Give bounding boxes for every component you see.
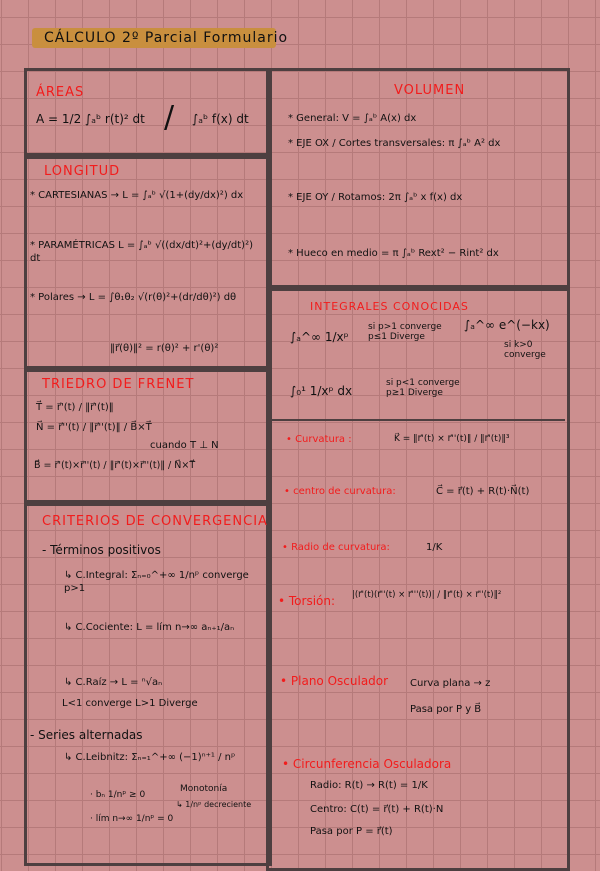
circunferencia-label: • Circunferencia Osculadora xyxy=(282,757,452,771)
integral-3: ∫₀¹ 1/xᵖ dx xyxy=(290,384,353,398)
frenet-B: B⃗ = r⃗'(t)×r⃗''(t) / ‖r⃗'(t)×r⃗''(t)‖ /… xyxy=(34,460,196,471)
longitud-polares: * Polares → L = ∫θ₁θ₂ √(r(θ)²+(dr/dθ)²) … xyxy=(30,292,237,303)
longitud-parametricas: * PARAMÉTRICAS L = ∫ₐᵇ √((dx/dt)²+(dy/dt… xyxy=(30,240,253,264)
frenet-N: N⃗ = r⃗''(t) / ‖r⃗''(t)‖ / B⃗×T⃗ xyxy=(36,422,152,433)
curvatura-label: • Curvatura : xyxy=(286,434,352,445)
leibniz-cond2: · lím n→∞ 1/nᵖ = 0 xyxy=(90,814,174,824)
volumen-hueco: * Hueco en medio = π ∫ₐᵇ Rext² − Rint² d… xyxy=(288,248,499,259)
integral-2: ∫ₐ^∞ e^(−kx) xyxy=(464,318,550,332)
longitud-box xyxy=(24,153,272,372)
circ-centro: Centro: C(t) = r⃗(t) + R(t)·N xyxy=(310,804,444,815)
leibniz-cond1: · bₙ 1/nᵖ ≥ 0 xyxy=(90,790,146,800)
areas-box xyxy=(24,68,272,159)
criterios-alternadas: - Series alternadas xyxy=(30,728,143,742)
longitud-cartesianas: * CARTESIANAS → L = ∫ₐᵇ √(1+(dy/dx)²) dx xyxy=(30,190,244,201)
plano-label: • Plano Osculador xyxy=(280,674,389,688)
centro-label: • centro de curvatura: xyxy=(284,486,396,497)
frenet-box xyxy=(24,366,272,506)
leibniz-decreciente: ↳ 1/nᵖ decreciente xyxy=(176,800,252,809)
volumen-eje-oy: * EJE OY / Rotamos: 2π ∫ₐᵇ x f(x) dx xyxy=(288,192,463,203)
volumen-heading: VOLUMEN xyxy=(394,83,466,98)
plano-2: Pasa por P y B⃗ xyxy=(410,704,482,715)
title-highlight xyxy=(32,28,276,48)
volumen-general: * General: V = ∫ₐᵇ A(x) dx xyxy=(288,113,417,124)
circ-radio: Radio: R(t) → R(t) = 1/K xyxy=(310,780,428,791)
areas-heading: ÁREAS xyxy=(36,85,85,100)
integral-1-cond: si p>1 converge p≤1 Diverge xyxy=(368,322,442,342)
areas-formula-cartesian: ∫ₐᵇ f(x) dt xyxy=(192,112,249,126)
integral-3-cond: si p<1 converge p≥1 Diverge xyxy=(386,378,460,398)
radio-label: • Radio de curvatura: xyxy=(282,542,390,553)
criterio-raiz: ↳ C.Raíz → L = ⁿ√aₙ xyxy=(64,677,163,688)
frenet-T: T⃗ = r⃗'(t) / ‖r⃗'(t)‖ xyxy=(36,402,114,413)
torsion-label: • Torsión: xyxy=(278,594,336,608)
frenet-heading: TRIEDRO DE FRENET xyxy=(42,377,195,392)
criterio-leibniz: ↳ C.Leibnitz: Σₙ₌₁^+∞ (−1)ⁿ⁺¹ / nᵖ xyxy=(64,752,236,763)
integrales-heading: INTEGRALES CONOCIDAS xyxy=(310,300,469,313)
areas-formula-polar: A = 1/2 ∫ₐᵇ r(t)² dt xyxy=(36,112,145,126)
criterio-cociente: ↳ C.Cociente: L = lím n→∞ aₙ₊₁/aₙ xyxy=(64,622,235,633)
criterio-resultado: L<1 converge L>1 Diverge xyxy=(62,698,198,709)
criterios-heading: CRITERIOS DE CONVERGENCIA xyxy=(42,514,268,529)
page-title: CÁLCULO 2º Parcial Formulario xyxy=(44,30,289,46)
frenet-N-note: cuando T ⊥ N xyxy=(150,440,219,451)
divider xyxy=(269,419,565,421)
areas-separator: / xyxy=(164,100,175,135)
longitud-heading: LONGITUD xyxy=(44,164,121,179)
criterio-integral: ↳ C.Integral: Σₙ₌₀^+∞ 1/nᵖ converge p>1 xyxy=(64,570,249,594)
radio-formula: 1/K xyxy=(426,542,443,553)
curvatura-formula: K⃗ = ‖r⃗'(t) × r⃗''(t)‖ / ‖r⃗'(t)‖³ xyxy=(394,434,510,444)
integral-1: ∫ₐ^∞ 1/xᵖ xyxy=(290,330,349,344)
volumen-eje-ox: * EJE OX / Cortes transversales: π ∫ₐᵇ A… xyxy=(288,138,501,149)
integral-2-cond: si k>0 converge xyxy=(504,340,546,360)
longitud-polares-note: ‖r⃗(θ)‖² = r(θ)² + r'(θ)² xyxy=(110,343,219,354)
leibniz-monotonia: Monotonía xyxy=(180,784,228,794)
plano-1: Curva plana → z xyxy=(410,678,491,689)
criterios-positivos: - Términos positivos xyxy=(42,543,161,557)
volumen-box xyxy=(266,68,570,291)
circ-pasa: Pasa por P = r⃗(t) xyxy=(310,826,393,837)
torsion-formula: |(r⃗'(t)(r⃗''(t) × r⃗'''(t))| / ‖r⃗'(t) … xyxy=(352,590,502,600)
centro-formula: C⃗ = r⃗(t) + R(t)·N⃗(t) xyxy=(436,486,530,497)
